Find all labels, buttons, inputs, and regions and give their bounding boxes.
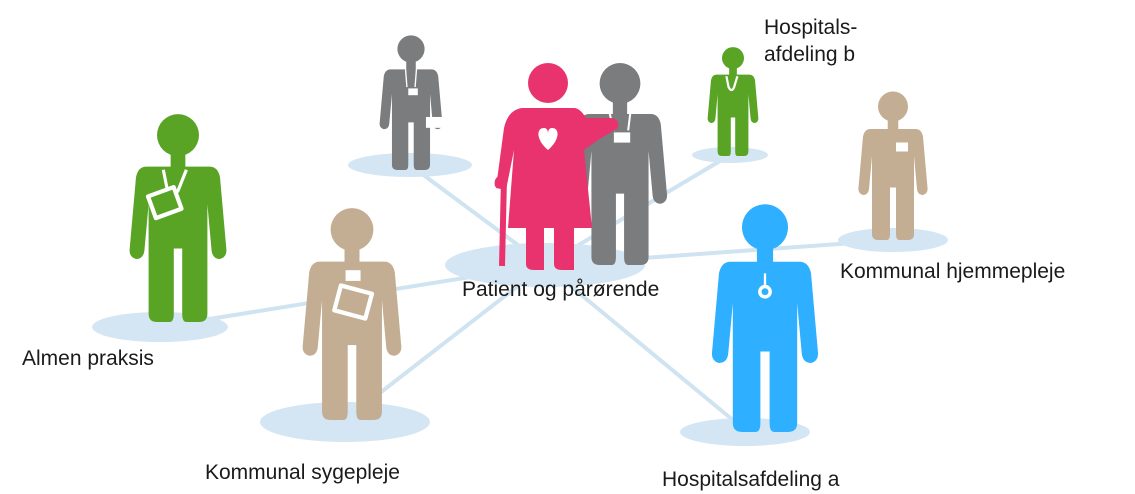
person-relative [572,63,668,265]
stethoscope-icon [758,273,772,299]
person-gray-doctor [379,35,444,170]
badge-icon [408,88,418,96]
person-hospitalsafdeling-b [707,47,759,156]
label-hospitalsafdeling-b-line2: afdeling b [764,43,856,66]
floor-shadows [92,147,948,446]
clipboard-icon [145,184,184,221]
label-kommunal-hjemmepleje: Kommunal hjemmepleje [840,260,1066,283]
label-kommunal-sygepleje: Kommunal sygepleje [205,461,400,484]
clipboard-icon [332,283,375,321]
label-patient-og-paaroerende: Patient og pårørende [462,278,660,301]
badge-icon [345,270,361,281]
label-hospitalsafdeling-b: Hospitals- afdeling b [764,14,857,68]
label-almen-praksis: Almen praksis [22,347,154,370]
badge-icon [896,142,908,152]
person-almen-praksis [129,114,227,322]
badge-icon [613,132,631,143]
person-kommunal-hjemmepleje [858,91,928,240]
label-hospitalsafdeling-b-line1: Hospitals- [764,16,858,39]
label-hospitalsafdeling-a: Hospitalsafdeling a [662,468,840,491]
clipboard-icon [425,116,444,128]
person-patient [494,63,619,270]
cane-icon [494,174,508,267]
heart-icon [538,128,558,150]
stethoscope-icon [725,75,739,92]
person-kommunal-sygepleje [302,208,402,420]
person-hospitalsafdeling-a [711,204,819,432]
